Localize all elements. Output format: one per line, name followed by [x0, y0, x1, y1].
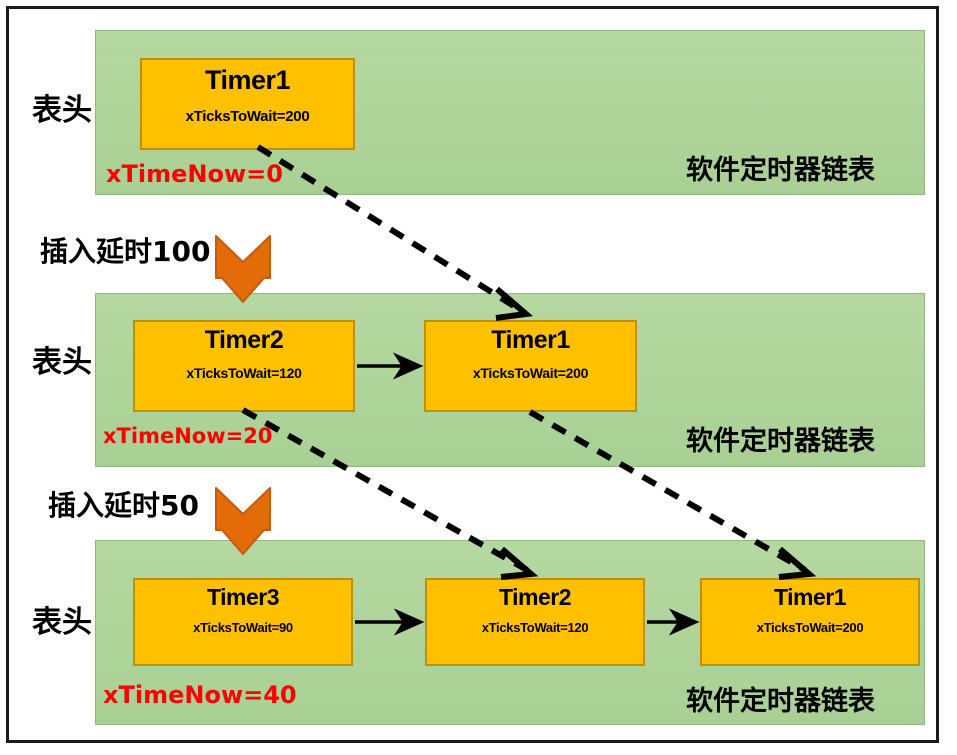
timer-node-ticks: xTicksToWait=120 — [481, 620, 589, 636]
timer-node-row2-1[interactable]: Timer1 xTicksToWait=200 — [424, 320, 637, 412]
timer-node-title: Timer1 — [773, 584, 847, 610]
list-head-label-row2: 表头 — [32, 345, 92, 380]
timer-node-row2-0[interactable]: Timer2 xTicksToWait=120 — [133, 320, 355, 412]
timer-node-title: Timer1 — [204, 65, 291, 95]
x-time-now-row1: xTimeNow=0 — [106, 160, 283, 188]
x-time-now-row2: xTimeNow=20 — [103, 424, 273, 448]
timer-node-title: Timer2 — [204, 326, 284, 354]
timer-node-ticks: xTicksToWait=200 — [472, 365, 589, 382]
timer-node-ticks: xTicksToWait=120 — [186, 365, 302, 382]
software-timer-list-label-row1: 软件定时器链表 — [686, 155, 875, 186]
x-time-now-row3: xTimeNow=40 — [103, 681, 297, 709]
timer-node-row1-0[interactable]: Timer1 xTicksToWait=200 — [140, 58, 355, 150]
insert-delay-label-row2: 插入延时100 — [40, 235, 211, 268]
timer-node-title: Timer3 — [206, 584, 280, 610]
software-timer-list-label-row2: 软件定时器链表 — [686, 426, 875, 457]
insert-delay-label-row3: 插入延时50 — [48, 489, 199, 522]
timer-node-ticks: xTicksToWait=200 — [756, 620, 864, 636]
timer-node-title: Timer1 — [491, 326, 570, 354]
software-timer-list-label-row3: 软件定时器链表 — [686, 686, 875, 717]
timer-node-ticks: xTicksToWait=90 — [193, 620, 293, 636]
timer-node-title: Timer2 — [498, 584, 572, 610]
timer-node-row3-2[interactable]: Timer1 xTicksToWait=200 — [700, 578, 920, 666]
timer-node-row3-1[interactable]: Timer2 xTicksToWait=120 — [425, 578, 645, 666]
list-head-label-row3: 表头 — [32, 605, 92, 640]
timer-node-ticks: xTicksToWait=200 — [185, 108, 310, 126]
list-head-label-row1: 表头 — [32, 93, 92, 128]
timer-node-row3-0[interactable]: Timer3 xTicksToWait=90 — [133, 578, 353, 666]
